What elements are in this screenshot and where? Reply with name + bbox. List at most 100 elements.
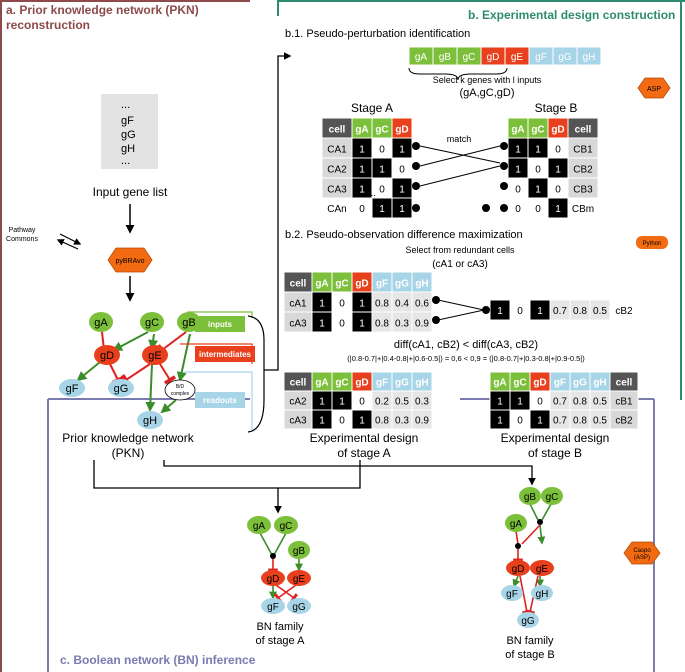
table-value-label: 0.8 (573, 416, 587, 427)
table-value-cell (411, 311, 433, 333)
svg-text:gB: gB (293, 546, 306, 557)
table-header-label: cell (616, 378, 633, 389)
table-header-label: cell (329, 124, 346, 135)
table-value-label: 0.8 (375, 318, 389, 329)
svg-text:gC: gC (280, 521, 293, 532)
gene-strip: gA gB gC gD gE gF gG gH (408, 46, 602, 66)
table-header-label: gG (395, 378, 409, 389)
svg-text:gE: gE (511, 52, 524, 63)
svg-text:gC: gC (546, 492, 559, 503)
svg-text:gA: gA (94, 317, 108, 329)
caspo-hexagon (623, 541, 661, 565)
match-dot (412, 162, 420, 170)
pkn-label-2: (PKN) (112, 446, 145, 460)
svg-text:gD: gD (487, 52, 500, 63)
table-value-label: 1 (515, 164, 521, 175)
match-lines (412, 142, 508, 212)
asp-hexagon (637, 77, 671, 99)
table-value-cell (411, 409, 433, 430)
table-cell-id-label: cB2 (615, 416, 633, 427)
svg-text:gG: gG (558, 52, 572, 63)
design-a-label: Experimental design (310, 431, 419, 445)
table-cell-id-label: cA3 (289, 318, 307, 329)
table-value-label: 0 (339, 416, 345, 427)
select-set: (gA,gC,gD) (459, 87, 514, 99)
svg-text:gE: gE (293, 574, 306, 585)
b1-title: b.1. Pseudo-perturbation identification (285, 28, 470, 40)
table-value-label: 0.2 (375, 397, 389, 408)
bn-a-label: BN family (256, 621, 304, 633)
caspo-label-2: (ASP) (634, 555, 650, 561)
svg-text:gD: gD (100, 350, 114, 362)
table-header-label: gG (395, 278, 409, 289)
table-value-label: 1 (399, 184, 405, 195)
table-cell-id-label: CA1 (327, 144, 347, 155)
table-cell-id-label: CA3 (327, 184, 347, 195)
complex-label: B/D (176, 384, 185, 390)
table-cell-id (609, 409, 639, 430)
table-header-label: gF (376, 378, 388, 389)
bn-family-b: gB gC gA gD gE gF gH gG (501, 487, 563, 628)
pkn-label: Prior knowledge network (62, 431, 194, 445)
table-value-label: 0 (517, 306, 523, 317)
table-header-label: gD (395, 124, 408, 135)
table-value-label: 1 (555, 164, 561, 175)
table-value-label: 0.5 (593, 306, 607, 317)
panel-b-title: b. Experimental design construction (468, 8, 675, 22)
table-header-label: gC (335, 378, 348, 389)
gene-list-item: gG (121, 129, 136, 141)
legend-readouts (195, 392, 245, 408)
table-header-label: gD (551, 124, 564, 135)
table-cell-id (567, 177, 599, 199)
table-value-label: 0.9 (415, 318, 429, 329)
svg-text:gH: gH (583, 52, 596, 63)
table-value-label: 1 (359, 318, 365, 329)
table-value-label: 1 (399, 204, 405, 215)
table-cell-id-label: CB1 (573, 144, 593, 155)
table-value-label: 0.5 (593, 416, 607, 427)
match-dot (482, 204, 490, 212)
select-text: Select k genes with l inputs (433, 75, 542, 85)
table-value-label: 1 (399, 144, 405, 155)
table-header-label: gC (513, 378, 526, 389)
table-value-label: 0.5 (395, 397, 409, 408)
table-value-label: 0.8 (375, 298, 389, 309)
table-value-label: 0 (517, 416, 523, 427)
table-header-label: gD (355, 378, 368, 389)
table-header-label: gA (511, 124, 524, 135)
table-value-label: 1 (339, 397, 345, 408)
gene-list-box (101, 94, 158, 169)
bn-b-label: BN family (506, 635, 554, 647)
table-header-label: gH (415, 378, 428, 389)
table-header-label: gF (554, 378, 566, 389)
table-value-label: 0 (339, 318, 345, 329)
legend-inputs-label: inputs (208, 320, 233, 329)
stage-a-label: Stage A (351, 101, 393, 115)
table-cell-id-label: CBm (572, 204, 594, 215)
svg-text:gF: gF (506, 589, 518, 600)
svg-text:gH: gH (143, 415, 157, 427)
table-header-label: gA (355, 124, 368, 135)
pkn-graph: gA gC gB gD gE gF gG B/D complex gH (59, 312, 201, 429)
gene-list-item: gH (121, 143, 135, 155)
select-redundant: Select from redundant cells (405, 245, 515, 255)
panel-a-title-2: reconstruction (6, 18, 90, 32)
table-value-label: 1 (517, 397, 523, 408)
table-value-label: 0 (555, 144, 561, 155)
svg-text:gG: gG (292, 602, 306, 613)
legend-intermediates (195, 346, 255, 362)
match-dot (412, 204, 420, 212)
gene-list-item: ... (121, 99, 130, 111)
table-header-label: gG (573, 378, 587, 389)
table-cell-id-label: CA2 (327, 164, 347, 175)
svg-text:gD: gD (267, 574, 280, 585)
design-b-label-2: of stage B (528, 446, 582, 460)
table-value-label: 0.7 (553, 397, 567, 408)
table-value-label: 0.8 (375, 416, 389, 427)
svg-text:gA: gA (415, 52, 428, 63)
table-header-label: gF (376, 278, 388, 289)
svg-text:gD: gD (512, 564, 525, 575)
